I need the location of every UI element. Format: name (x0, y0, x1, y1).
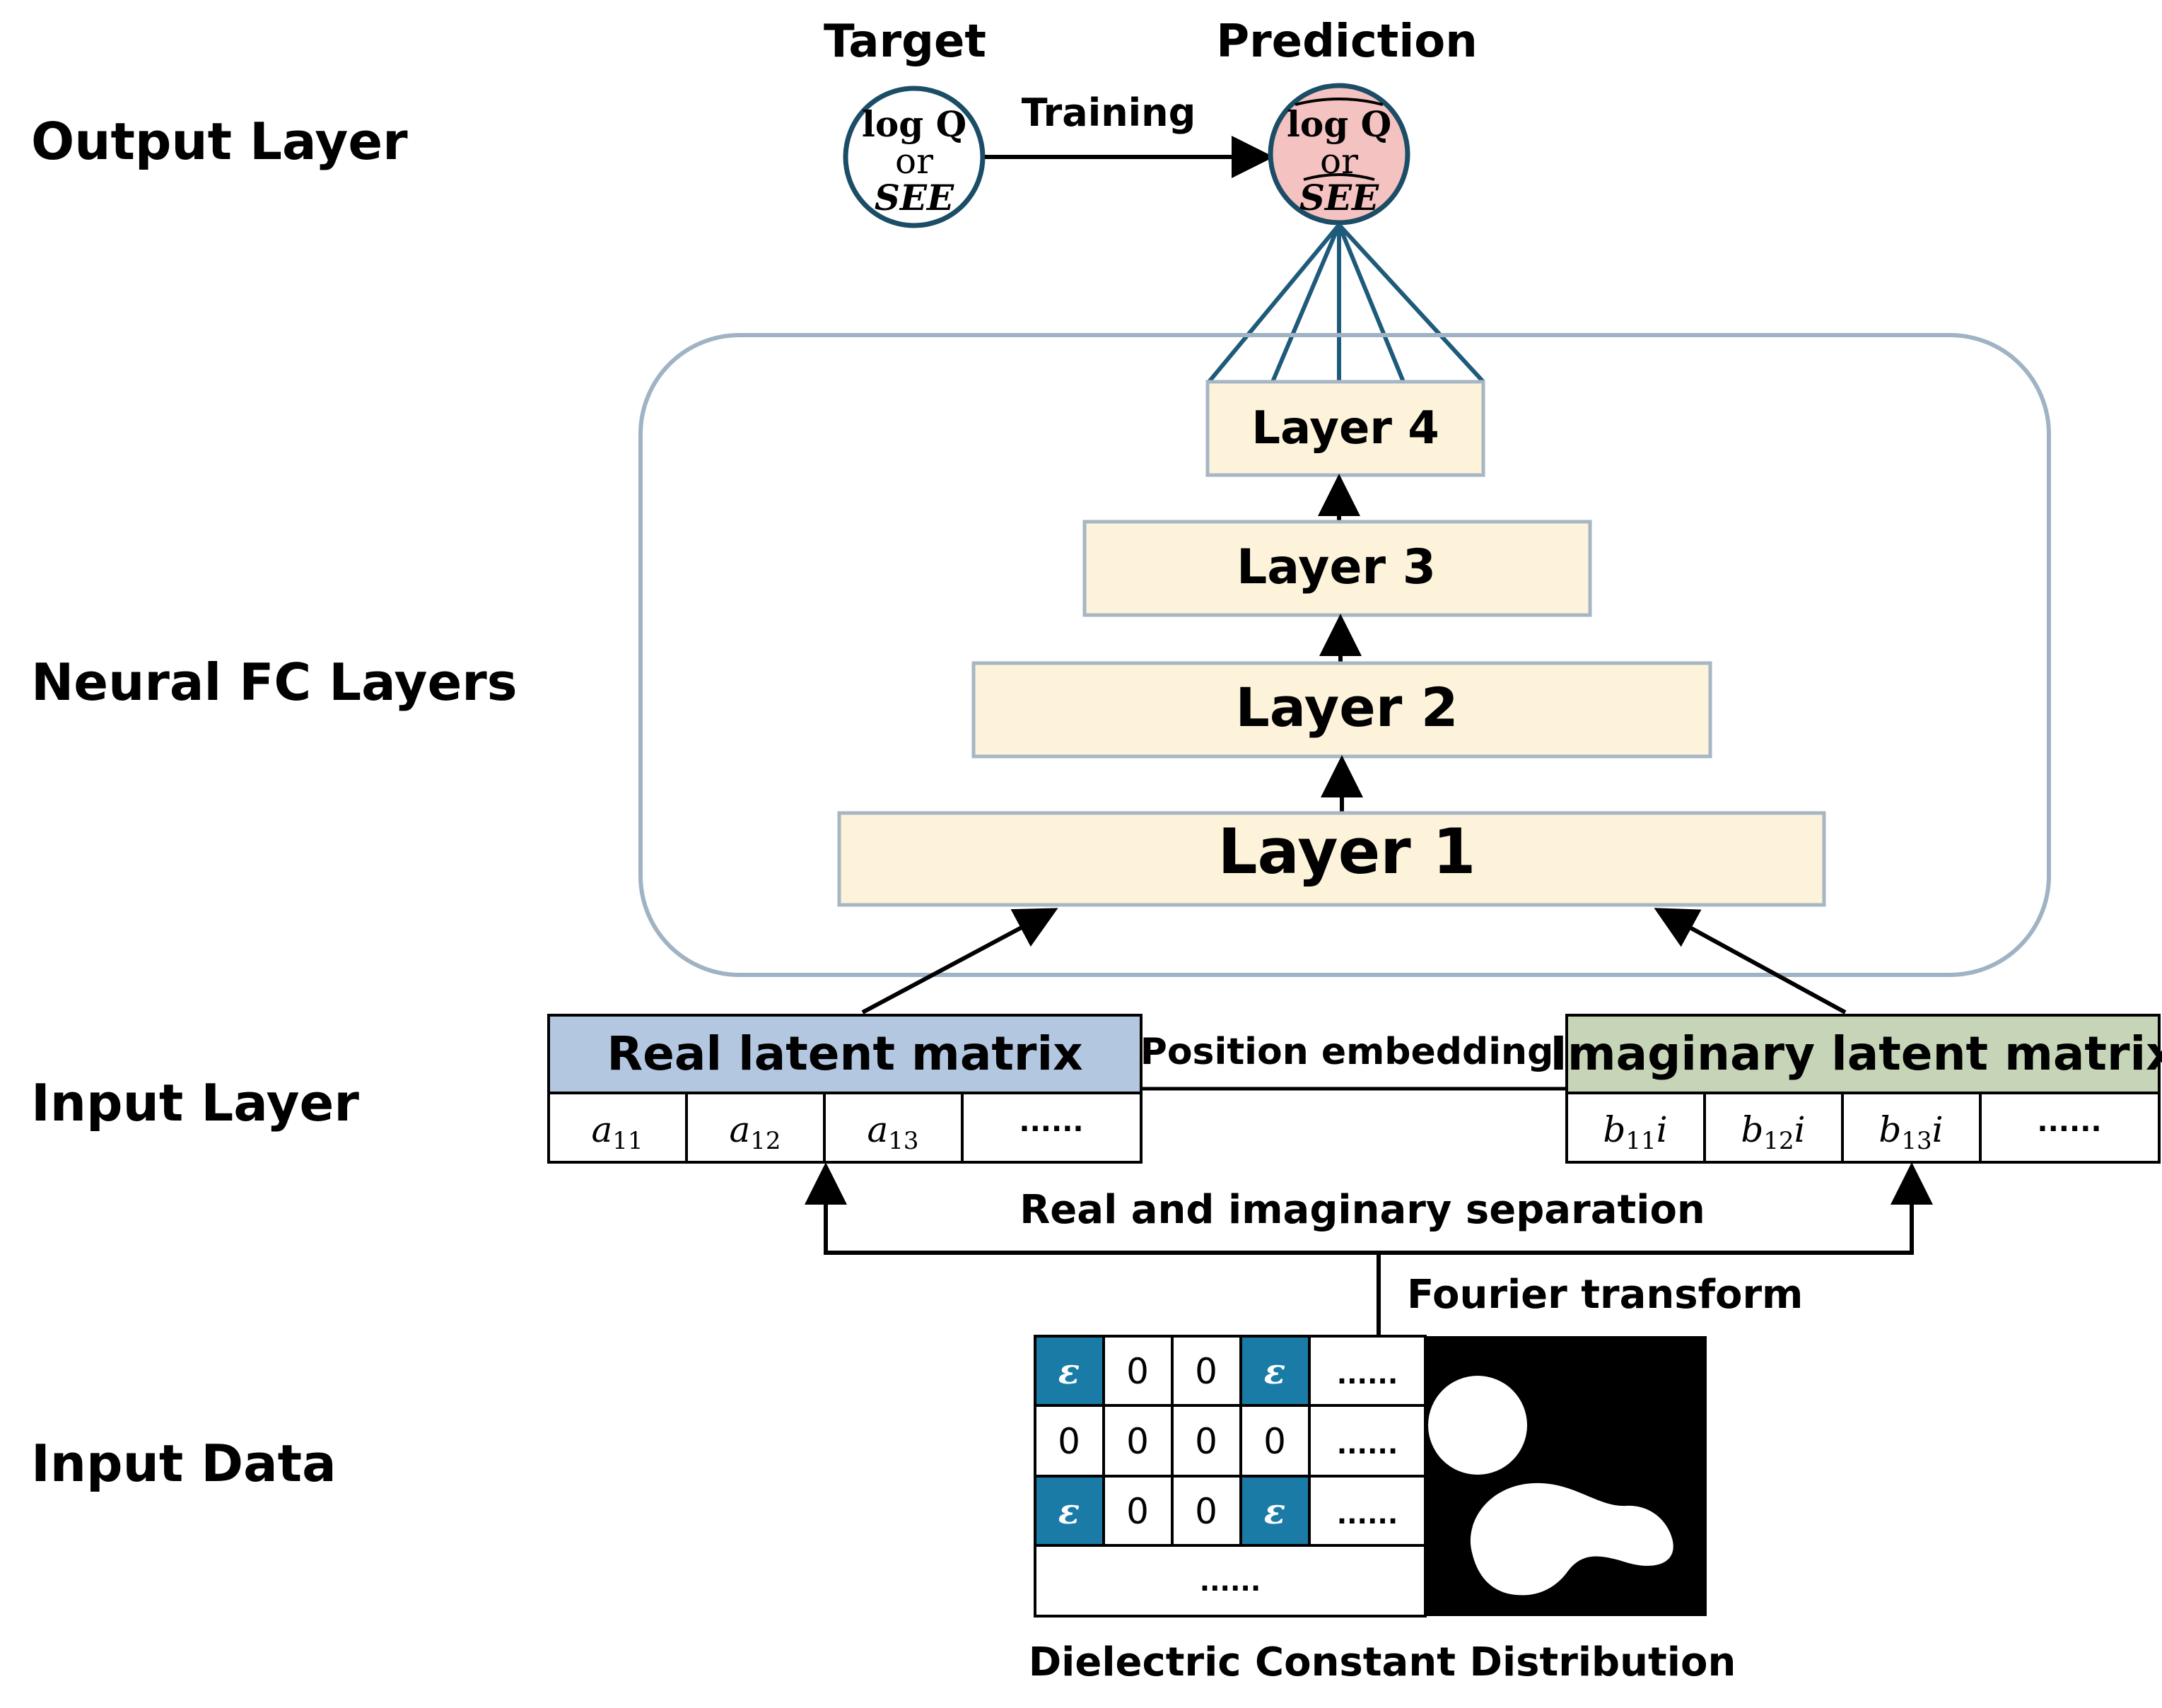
arrow-real-to-layer1 (861, 908, 1058, 1014)
prediction-node-top: log Q (1287, 103, 1391, 145)
separation-connectors (805, 1162, 1933, 1336)
imag-cell-4 (1979, 1092, 2161, 1164)
imag-cell-text-2: b12i (1741, 1109, 1805, 1155)
dielectric-grid: ε 0 0 ε ...... 0 0 0 0 ...... ε 0 0 ε ..… (1034, 1335, 1427, 1618)
grid-texts: ε 0 0 ε ...... 0 0 0 0 ...... ε 0 0 ε ..… (1058, 1350, 1398, 1597)
dielectric-blob-curve (1470, 1482, 1673, 1596)
dielectric-image (1425, 1336, 1707, 1616)
row-label-output: Output Layer (31, 112, 408, 171)
epsilon-cell (1241, 1336, 1309, 1405)
target-node-mid: or (895, 141, 933, 182)
grid-cell-text: 0 (1195, 1491, 1217, 1532)
imag-cell-3 (1841, 1092, 1982, 1164)
training-label: Training (1022, 90, 1196, 135)
grid-cell-text: ...... (1337, 1359, 1398, 1390)
real-cell-text-3: a13 (867, 1109, 918, 1155)
prediction-node (1268, 83, 1410, 226)
grid-cell-text: 0 (1126, 1491, 1149, 1532)
real-matrix-cells (547, 1092, 1143, 1164)
grid-cell-text: 0 (1195, 1351, 1217, 1392)
grid-cell-text: 0 (1126, 1421, 1149, 1462)
imag-cell-1 (1565, 1092, 1706, 1164)
row-label-input-layer: Input Layer (31, 1073, 359, 1133)
real-cell-text-1: a11 (591, 1109, 643, 1155)
target-title: Target (824, 16, 986, 68)
grid-cell-text: 0 (1263, 1421, 1286, 1462)
imag-cell-texts: b11i b12i b13i ...... (1603, 1106, 2101, 1155)
real-cell-text-4: ...... (1019, 1106, 1083, 1138)
epsilon-cell (1035, 1336, 1104, 1405)
grid-cell-text: ε (1264, 1490, 1285, 1532)
prediction-title: Prediction (1216, 16, 1478, 68)
separation-label: Real and imaginary separation (1019, 1187, 1705, 1233)
real-matrix-header (547, 1014, 1143, 1094)
fan-line (1207, 223, 1341, 383)
fan-lines (1207, 223, 1485, 384)
real-matrix-title: Real latent matrix (607, 1026, 1082, 1081)
grid-last-row-text: ...... (1200, 1566, 1261, 1597)
layer-3-label: Layer 3 (1237, 539, 1436, 595)
arrow-imag-to-layer1 (1654, 908, 1847, 1014)
imag-cell-text-4: ...... (2037, 1106, 2101, 1138)
prediction-hat-bottom (1303, 173, 1375, 181)
layer-1-label: Layer 1 (1217, 815, 1476, 888)
grid-cell-text: 0 (1126, 1351, 1149, 1392)
real-cell-3 (823, 1092, 964, 1164)
grid-cell-text: 0 (1195, 1421, 1217, 1462)
real-cell-text-2: a12 (729, 1109, 781, 1155)
real-cell-texts: a11 a12 a13 ...... (591, 1106, 1083, 1155)
fc-container (638, 333, 2051, 977)
imag-cell-2 (1703, 1092, 1844, 1164)
imag-matrix-cells (1565, 1092, 2161, 1164)
grid-cell-text: ...... (1337, 1429, 1398, 1460)
grid-cell-text: ε (1264, 1350, 1285, 1392)
layer-2-label: Layer 2 (1235, 676, 1458, 739)
dielectric-blob-circle (1428, 1376, 1527, 1475)
epsilon-cell (1241, 1476, 1309, 1545)
imag-matrix-header (1565, 1014, 2161, 1094)
target-node-bottom: SEE (875, 177, 954, 218)
grid-cell-text: 0 (1058, 1421, 1080, 1462)
layer-1-box (837, 811, 1826, 907)
fourier-label: Fourier transform (1407, 1272, 1803, 1318)
prediction-node-bottom: SEE (1299, 177, 1379, 218)
imag-cell-text-1: b11i (1603, 1109, 1667, 1155)
fan-line (1337, 223, 1485, 384)
imag-cell-text-3: b13i (1878, 1109, 1943, 1155)
layer-2-box (971, 661, 1712, 759)
real-cell-4 (961, 1092, 1143, 1164)
layer-4-label: Layer 4 (1251, 402, 1439, 455)
target-node-top: log Q (862, 103, 966, 145)
row-label-input-data: Input Data (31, 1434, 337, 1493)
grid-cell-text: ...... (1337, 1499, 1398, 1530)
grid-cell-text: ε (1058, 1350, 1080, 1392)
row-label-neural: Neural FC Layers (31, 653, 518, 712)
epsilon-cell (1035, 1476, 1104, 1545)
target-node-label: log Q or SEE (862, 103, 966, 218)
prediction-hat-top (1295, 98, 1384, 106)
real-cell-2 (685, 1092, 826, 1164)
fan-line (1337, 223, 1406, 383)
fan-line (1270, 223, 1341, 383)
target-node (843, 86, 986, 228)
grid-cell-text: ε (1058, 1490, 1080, 1532)
imag-matrix-title: Imaginary latent matrix (1550, 1026, 2162, 1081)
dielectric-caption: Dielectric Constant Distribution (1029, 1639, 1736, 1685)
position-embedding-label: Position embedding (1140, 1031, 1554, 1073)
